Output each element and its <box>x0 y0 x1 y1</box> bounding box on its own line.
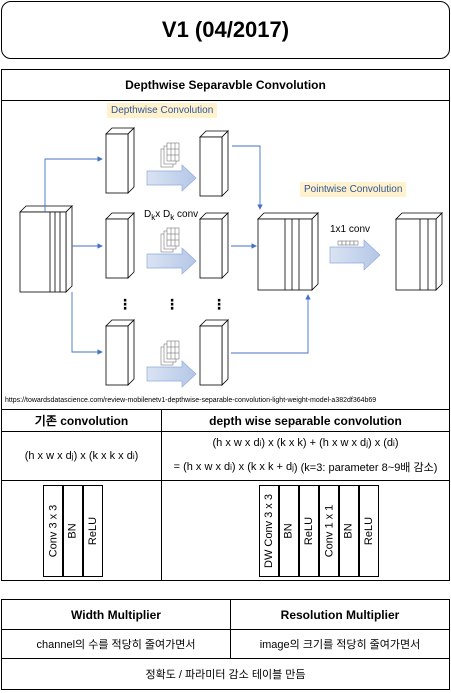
divider <box>1 100 450 101</box>
depthwise-conv-tag: Depthwise Convolution <box>107 103 218 118</box>
divider <box>1 409 450 410</box>
width-multiplier-desc: channel의 수를 적당히 줄여가면서 <box>36 639 196 651</box>
layer-block: BN <box>63 485 83 577</box>
divider <box>1 629 450 630</box>
ellipsis-icon: ⋮ <box>212 296 226 312</box>
depthwise-separable-diagram <box>19 127 443 388</box>
input-feature-map <box>19 205 73 293</box>
arrow-icon <box>146 360 197 388</box>
divider <box>1 658 450 659</box>
resolution-multiplier-header: Resolution Multiplier <box>280 607 400 622</box>
width-multiplier-header: Width Multiplier <box>71 607 161 622</box>
layer-block: ReLU <box>359 485 379 577</box>
arrow-icon <box>146 247 197 275</box>
channel-slice <box>105 319 135 386</box>
main-panel <box>1 69 450 581</box>
conv-1x1-label: 1x1 conv <box>330 224 371 235</box>
depthwise-output <box>257 212 319 291</box>
ellipsis-icon: ⋮ <box>165 296 179 312</box>
kernel-icon <box>160 142 180 168</box>
conv-output-slice <box>199 319 229 386</box>
divider <box>1 480 450 481</box>
section-heading: Depthwise Separavble Convolution <box>125 78 326 92</box>
divider <box>161 409 162 581</box>
page-title: V1 (04/2017) <box>1 1 450 59</box>
divider <box>230 599 231 658</box>
column-header-standard: 기존 convolution <box>34 414 129 428</box>
pointwise-conv-tag: Pointwise Convolution <box>300 182 407 197</box>
layer-block: Conv 3 x 3 <box>43 485 63 577</box>
resolution-multiplier-desc: image의 크기를 적당히 줄여가면서 <box>259 639 421 651</box>
divider <box>1 431 450 432</box>
kernel-icon <box>160 227 180 253</box>
column-header-depthwise: depth wise separable convolution <box>209 413 402 428</box>
dk-conv-label: Dkx Dk conv <box>144 209 199 222</box>
channel-slice <box>105 127 135 194</box>
multiplier-footer: 정확도 / 파라미터 감소 테이블 만듬 <box>145 669 306 681</box>
source-url: https://towardsdatascience.com/review-mo… <box>5 397 377 404</box>
kernel-icon <box>337 240 359 246</box>
conv-output-slice <box>199 212 229 279</box>
layer-block: ReLU <box>299 485 319 577</box>
layer-block: Conv 1 x 1 <box>319 485 339 577</box>
layer-block: ReLU <box>83 485 103 577</box>
layer-block: BN <box>279 485 299 577</box>
pointwise-output <box>395 212 443 291</box>
channel-slice <box>105 212 135 279</box>
arrow-icon <box>146 164 197 192</box>
layer-block: BN <box>339 485 359 577</box>
arrow-icon <box>329 239 381 271</box>
layer-block: DW Conv 3 x 3 <box>259 485 279 577</box>
conv-output-slice <box>199 130 229 197</box>
multiplier-table <box>1 599 450 690</box>
ellipsis-icon: ⋮ <box>118 296 132 312</box>
kernel-icon <box>160 340 180 366</box>
